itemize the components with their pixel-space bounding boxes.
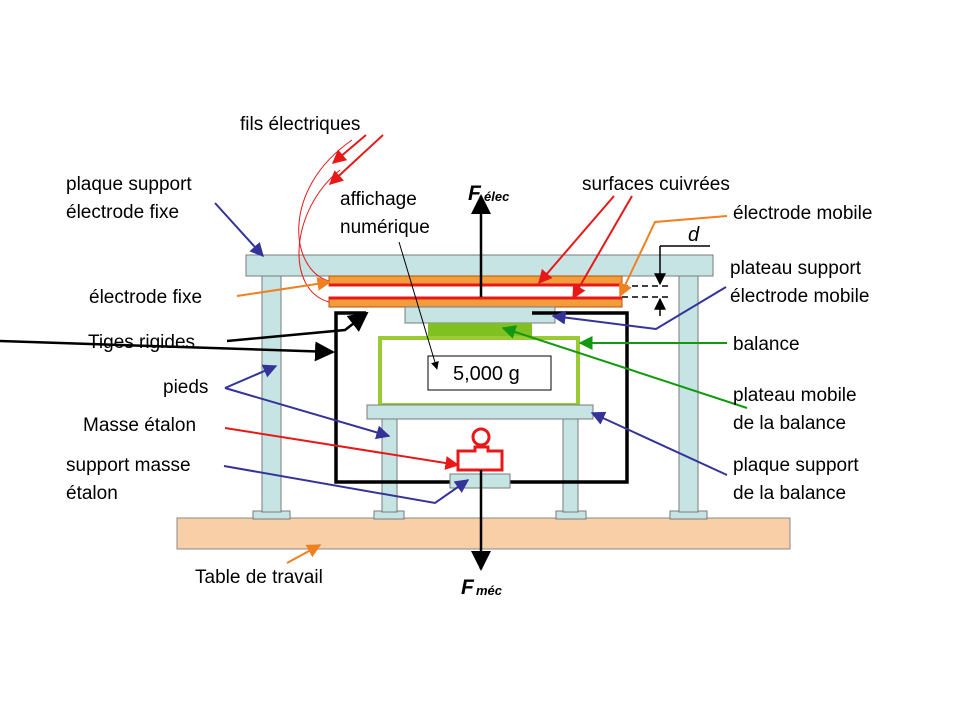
work-table — [176, 517, 791, 550]
callout-arrow-mobile-plate — [551, 286, 727, 331]
label-display-line2: numérique — [340, 217, 430, 238]
callout-arrow-standard-mass — [224, 427, 460, 470]
outer-leg-left — [261, 275, 282, 513]
balance-support-plate — [366, 404, 594, 420]
label-mass-support-line1: support masse — [66, 455, 191, 476]
f-elec-label: F — [468, 182, 482, 205]
callout-arrow-copper-2 — [572, 195, 633, 300]
f-mec-subscript: méc — [476, 583, 503, 598]
label-fixed-electrode: électrode fixe — [89, 287, 202, 308]
label-fixed-plate-line2: électrode fixe — [66, 202, 179, 223]
callout-arrow-legs-outer — [224, 364, 278, 389]
callout-arrow-copper-1 — [538, 195, 615, 285]
label-rigid-rods: Tiges rigides — [88, 332, 195, 353]
callout-arrow-work-table — [286, 544, 322, 564]
callout-arrow-legs-inner — [224, 387, 391, 440]
standard-mass-knob — [471, 427, 491, 447]
digital-display — [427, 355, 552, 391]
mobile-electrode-support-plate — [404, 306, 556, 324]
outer-leg-right — [678, 275, 699, 513]
label-mobile-plate-line2: électrode mobile — [730, 286, 869, 307]
callout-arrow-fixed-plate — [214, 202, 264, 258]
label-work-table: Table de travail — [195, 567, 323, 588]
inner-leg-right — [562, 417, 579, 513]
label-mobile-electrode: électrode mobile — [733, 203, 872, 224]
f-elec-subscript: élec — [484, 189, 510, 204]
f-mec-label: F — [461, 576, 475, 599]
callout-arrow-mass-support — [223, 465, 470, 505]
label-balance-plate-line2: de la balance — [733, 483, 846, 504]
label-standard-mass: Masse étalon — [83, 415, 196, 436]
display-reading: 5,000 g — [453, 363, 520, 385]
electric-wire-1 — [298, 139, 353, 282]
callout-arrow-balance-plate — [590, 411, 728, 476]
label-balance: balance — [733, 334, 800, 355]
label-balance-plate-line1: plaque support — [733, 455, 859, 476]
label-legs: pieds — [163, 377, 208, 398]
fixed-electrode-support-plate — [245, 254, 714, 277]
label-display-line1: affichage — [340, 189, 417, 210]
label-mass-support-line2: étalon — [66, 483, 118, 504]
label-copper-surfaces: surfaces cuivrées — [582, 174, 730, 195]
callout-arrow-display — [398, 241, 439, 370]
label-electric-wires: fils électriques — [240, 114, 360, 135]
label-mobile-pan-line2: de la balance — [733, 413, 846, 434]
callout-arrow-rods-2 — [0, 339, 335, 362]
inner-leg-left — [381, 417, 398, 513]
standard-mass — [456, 445, 504, 472]
callout-arrow-mobile-electrode — [619, 215, 728, 298]
electric-wire-2 — [298, 169, 341, 303]
label-fixed-plate-line1: plaque support — [66, 174, 192, 195]
callout-arrow-mobile-pan — [501, 325, 748, 409]
callout-arrow-wire-2 — [328, 134, 384, 185]
callout-arrow-wire-1 — [331, 134, 367, 164]
callout-arrow-rods-1 — [226, 311, 369, 343]
distance-label: d — [688, 224, 700, 246]
callout-arrow-fixed-electrode — [236, 276, 332, 297]
label-mobile-plate-line1: plateau support — [730, 258, 862, 279]
label-mobile-pan-line1: plateau mobile — [733, 385, 857, 406]
